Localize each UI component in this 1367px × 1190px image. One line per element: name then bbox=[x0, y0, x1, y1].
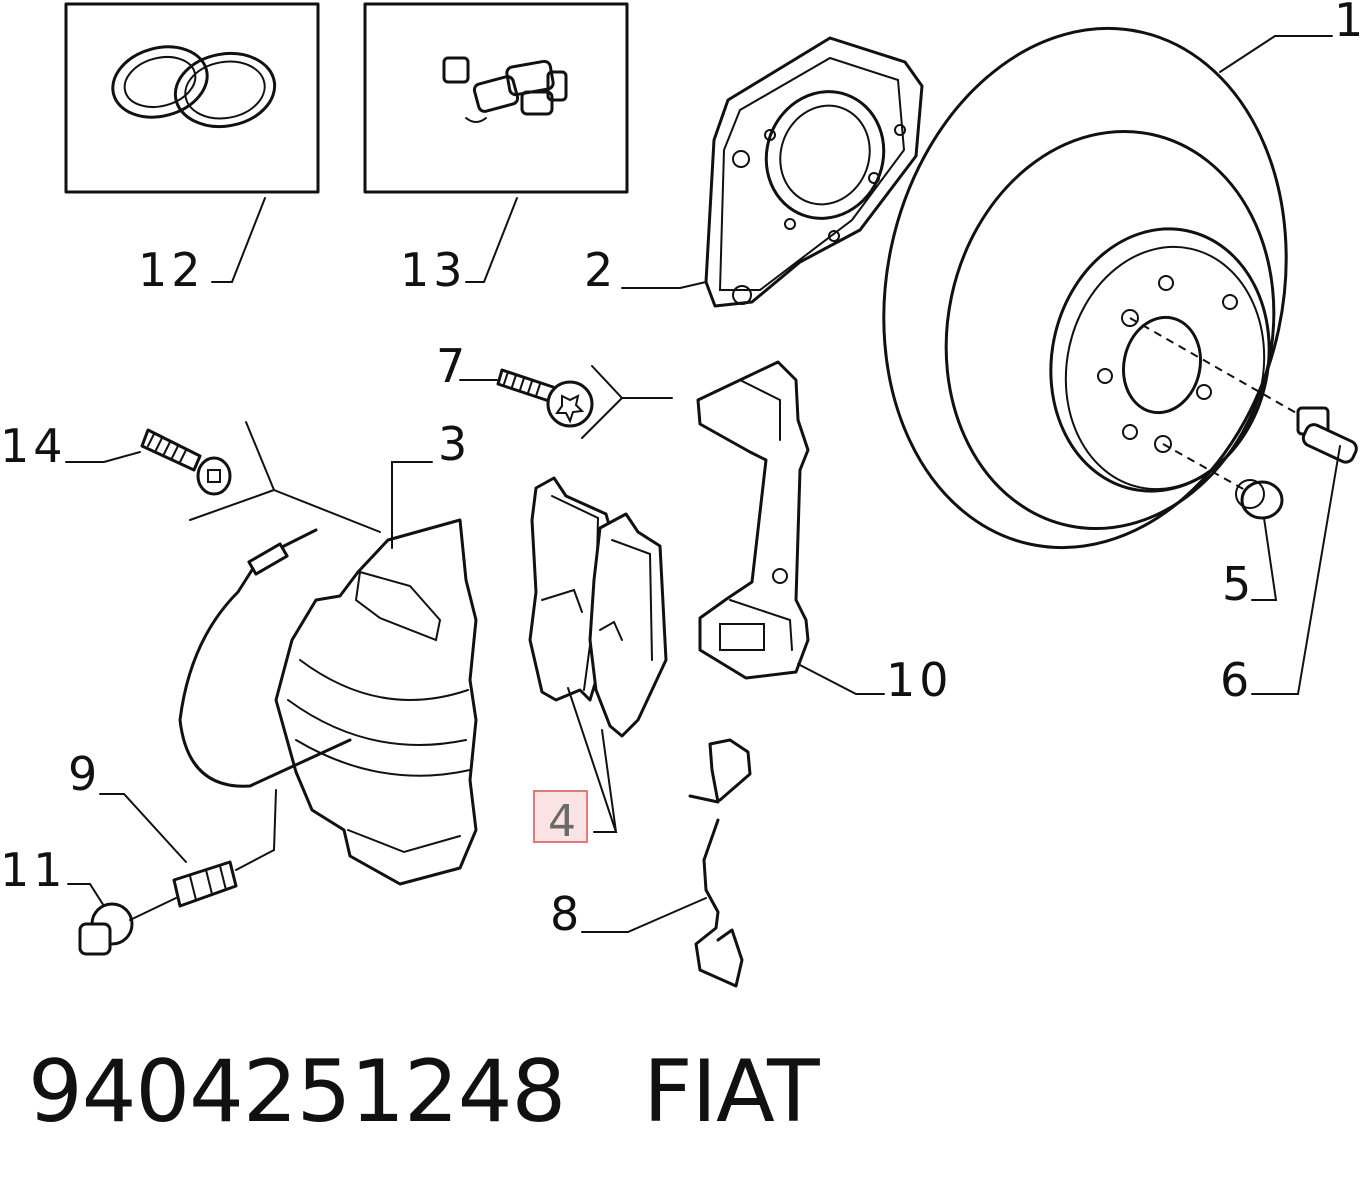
axis-dash-5 bbox=[1162, 443, 1246, 491]
callout-14: 14 bbox=[0, 419, 67, 473]
bleeder-screw bbox=[78, 902, 134, 956]
leader-3 bbox=[391, 461, 433, 549]
carrier-bolt bbox=[496, 368, 594, 428]
callout-10: 10 bbox=[886, 653, 953, 707]
backing-plate bbox=[704, 36, 924, 308]
leader-5 bbox=[1251, 517, 1278, 601]
brake-pads bbox=[528, 476, 668, 738]
brand-name: FIAT bbox=[643, 1042, 820, 1142]
leader-9 bbox=[99, 793, 187, 863]
callout-8: 8 bbox=[550, 887, 583, 941]
leader-2 bbox=[679, 281, 707, 289]
callout-3: 3 bbox=[438, 417, 471, 471]
bracket-14 bbox=[189, 421, 381, 533]
leader-4 bbox=[567, 687, 618, 833]
leader-13 bbox=[483, 197, 518, 283]
caliper-carrier bbox=[696, 360, 810, 680]
part-caption: 9404251248 FIAT bbox=[28, 1042, 897, 1142]
bracket-7 bbox=[581, 365, 673, 439]
brake-disc bbox=[882, 26, 1288, 550]
callout-1: 1 bbox=[1334, 0, 1367, 47]
leader-10 bbox=[797, 663, 885, 695]
callout-6: 6 bbox=[1220, 653, 1253, 707]
wear-sensor-wire bbox=[178, 528, 352, 871]
callout-11: 11 bbox=[0, 843, 67, 897]
axis-11 bbox=[129, 897, 177, 921]
leader-11 bbox=[67, 883, 105, 907]
callout-7: 7 bbox=[436, 339, 469, 393]
callout-13: 13 bbox=[400, 243, 467, 297]
brake-caliper bbox=[274, 518, 478, 886]
leader-12 bbox=[231, 197, 266, 283]
wheel-nut bbox=[1235, 479, 1284, 520]
inset-seal-kit bbox=[64, 2, 320, 194]
leader-1 bbox=[1219, 35, 1276, 73]
anti-rattle-spring bbox=[688, 738, 752, 988]
leader-14 bbox=[65, 451, 141, 463]
callout-12: 12 bbox=[138, 243, 205, 297]
leader-6 bbox=[1251, 445, 1341, 695]
leader-8 bbox=[581, 897, 707, 933]
callout-2: 2 bbox=[584, 243, 617, 297]
sensor-connector bbox=[172, 860, 238, 908]
callout-5: 5 bbox=[1222, 557, 1255, 611]
part-number: 9404251248 bbox=[28, 1042, 566, 1142]
callout-4: 4 bbox=[548, 796, 576, 847]
callout-4-highlight bbox=[533, 790, 588, 843]
guide-bolt bbox=[140, 428, 232, 496]
axis-dash-6 bbox=[1129, 317, 1306, 419]
inset-guide-pin-kit bbox=[363, 2, 629, 194]
callout-9: 9 bbox=[68, 747, 101, 801]
wheel-bolt bbox=[1296, 406, 1358, 464]
